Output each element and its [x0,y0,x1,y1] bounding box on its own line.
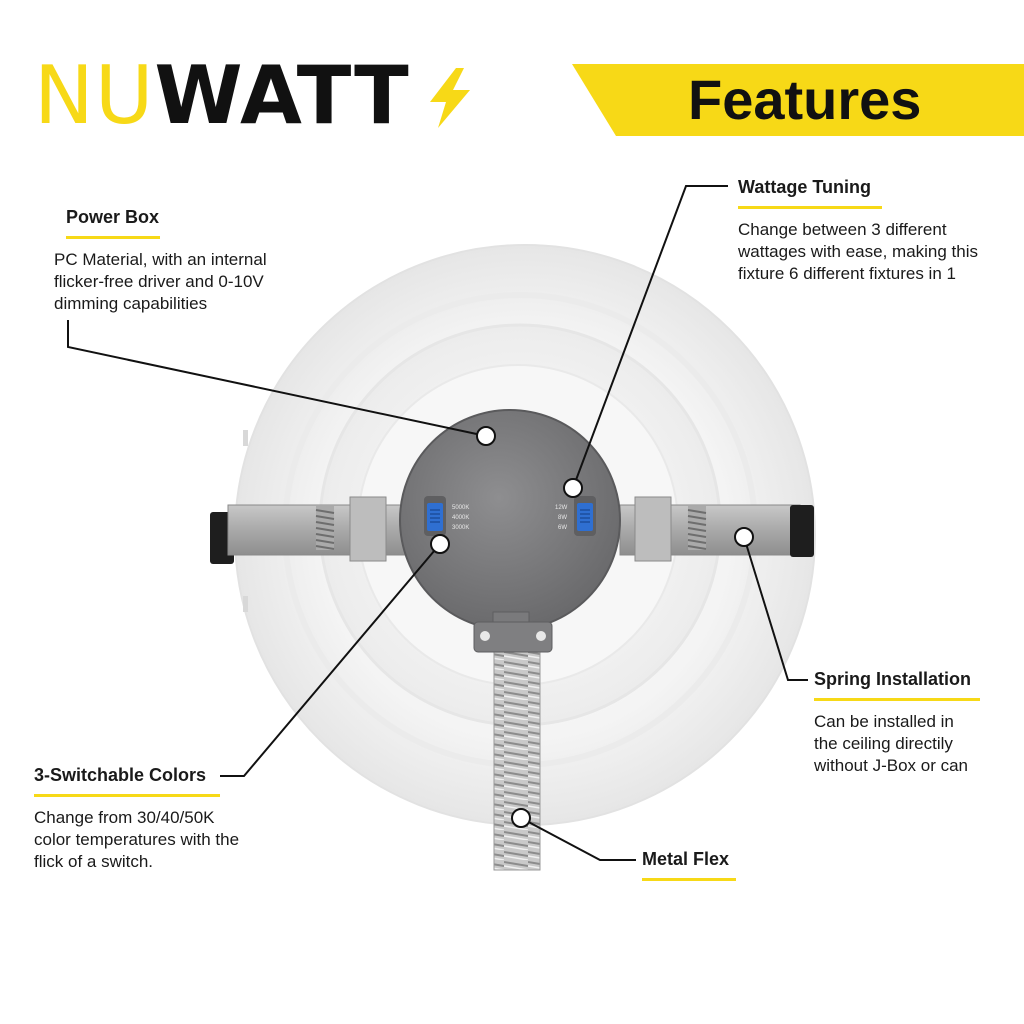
cct-label-4000k: 4000K [452,515,469,521]
right-spring-coil [687,506,707,550]
brand-logo: NUWATT [34,56,410,136]
desc-line: flick of a switch. [34,852,154,871]
metal-flex-leader-line [520,817,636,861]
wattage-tuning-leader-line [572,185,728,489]
feature-title: Power Box [66,207,160,227]
feature-description: PC Material, with an internal flicker-fr… [54,249,356,315]
features-banner: Features [572,64,1024,136]
title-underline [34,794,220,797]
spring-installation-marker [734,527,754,547]
feature-metal-flex: Metal Flex [642,848,762,891]
feature-title: Spring Installation [814,669,972,689]
title-underline [66,236,160,239]
desc-line: wattages with ease, making this [738,242,979,261]
title-underline [738,206,882,209]
wattage-label-6w: 6W [558,525,567,531]
power-box: 5000K 4000K 3000K 12W 8W 6W [399,409,621,653]
metal-flex-conduit [493,639,541,871]
brand-name-part2: WATT [154,49,410,142]
brand-name-part1: NU [34,49,155,142]
desc-line: PC Material, with an internal [54,250,267,269]
cct-switch[interactable] [424,496,446,536]
spring-installation-leader-line [743,536,808,681]
wattage-tuning-marker [563,478,583,498]
wattage-label-12w: 12W [555,505,568,511]
wattage-label-8w: 8W [558,515,567,521]
desc-line: color temperatures with the [34,830,240,849]
switchable-colors-marker [430,534,450,554]
title-underline [642,878,736,881]
feature-power-box: Power Box PC Material, with an internal … [54,206,356,315]
title-underline [814,698,980,701]
feature-description: Change from 30/40/50K color temperatures… [34,807,304,873]
feature-description: Can be installed in the ceiling directil… [814,711,1014,777]
right-spring-clip [619,496,814,562]
feature-title: 3-Switchable Colors [34,765,207,785]
power-box-marker [476,426,496,446]
desc-line: fixture 6 different fixtures in 1 [738,264,956,283]
left-spring-clip [210,496,409,564]
cct-label-5000k: 5000K [452,505,469,511]
power-box-leader-line [67,320,487,437]
feature-description: Change between 3 different wattages with… [738,219,1018,285]
feature-title: Metal Flex [642,849,730,869]
wattage-switch[interactable] [574,496,596,536]
desc-line: Change between 3 different [738,220,947,239]
metal-flex-marker [511,808,531,828]
feature-title: Wattage Tuning [738,177,871,197]
feature-wattage-tuning: Wattage Tuning Change between 3 differen… [738,176,1018,285]
desc-line: without J-Box or can [814,756,969,775]
feature-switchable-colors: 3-Switchable Colors Change from 30/40/50… [34,764,304,873]
desc-line: Can be installed in [814,712,954,731]
banner-background [572,64,1024,136]
desc-line: the ceiling directily [814,734,953,753]
desc-line: Change from 30/40/50K [34,808,215,827]
feature-spring-installation: Spring Installation Can be installed in … [814,668,1014,777]
desc-line: dimming capabilities [54,294,208,313]
cct-label-3000k: 3000K [452,525,469,531]
lightning-bolt-icon [430,68,470,128]
banner-title: Features [688,68,922,131]
left-spring-coil [315,506,335,550]
desc-line: flicker-free driver and 0-10V [54,272,264,291]
switchable-colors-leader-line [220,543,441,777]
